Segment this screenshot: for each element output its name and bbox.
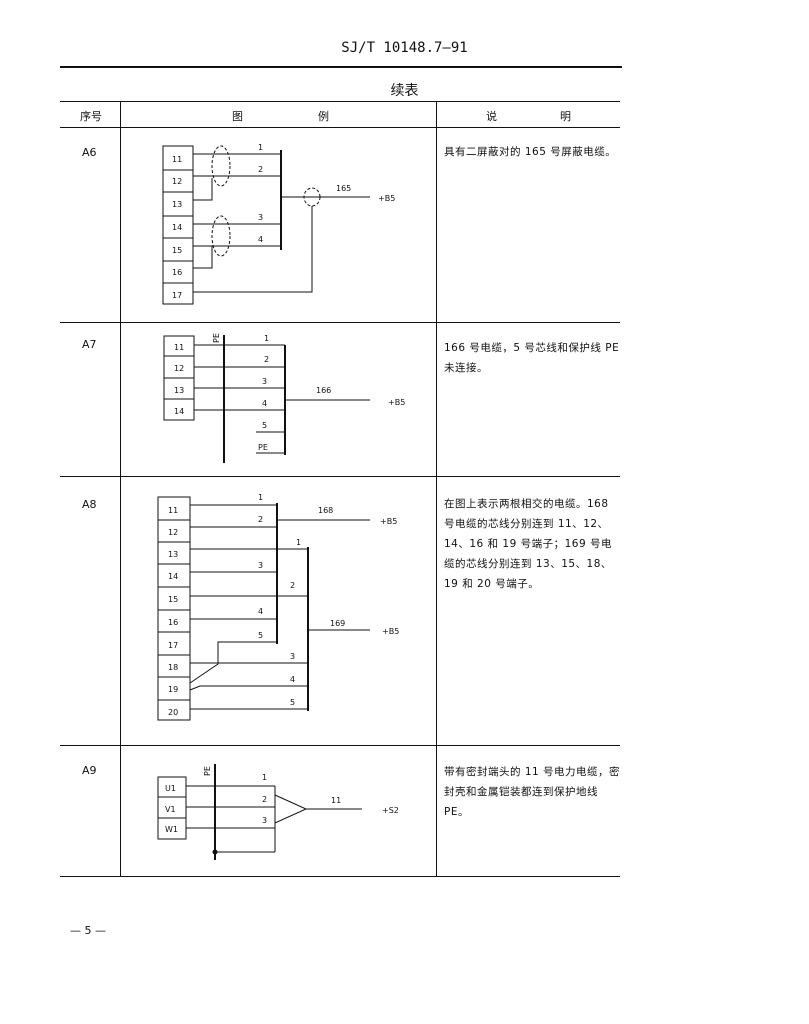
core-label: 2	[258, 165, 263, 174]
core-label: PE	[258, 443, 268, 452]
cable-number: 11	[331, 796, 341, 805]
col-header-desc-b: 明	[560, 110, 571, 123]
table-caption: 续表	[390, 83, 419, 99]
terminal-label: 18	[168, 663, 178, 672]
cable-number: 169	[330, 619, 345, 628]
table-header-rule	[60, 127, 620, 128]
cable-number: 166	[316, 386, 331, 395]
row-divider-a8	[60, 745, 620, 746]
terminal-label: 19	[168, 685, 178, 694]
row-description-a8: 在图上表示两根相交的电缆。168 号电缆的芯线分别连到 11、12、14、16 …	[444, 498, 612, 590]
row-divider-a7	[60, 476, 620, 477]
core-label: 1	[262, 773, 267, 782]
terminal-label: V1	[165, 805, 176, 814]
table-col-divider-1	[120, 101, 121, 877]
core-label: 1	[258, 493, 263, 502]
pe-bus-label: PE	[212, 333, 221, 343]
terminal-label: 20	[168, 708, 178, 717]
core-label: 2	[262, 795, 267, 804]
core-label: 2	[258, 515, 263, 524]
cable-destination: +B5	[378, 194, 395, 203]
terminal-label: 15	[168, 595, 178, 604]
terminal-label: U1	[165, 784, 176, 793]
core-label: 4	[290, 675, 295, 684]
terminal-label: 15	[172, 246, 182, 255]
core-label: 4	[258, 235, 263, 244]
terminal-label: 12	[168, 528, 178, 537]
terminal-label: 12	[174, 364, 184, 373]
col-header-desc-a: 说	[486, 110, 497, 123]
core-label: 3	[262, 377, 267, 386]
terminal-label: 13	[172, 200, 182, 209]
core-label: 3	[258, 561, 263, 570]
row-id-a6: A6	[82, 146, 97, 159]
cable-destination: +B5	[382, 627, 399, 636]
terminal-label: 16	[168, 618, 178, 627]
col-header-seq: 序号	[80, 110, 102, 123]
row-id-a9: A9	[82, 764, 97, 777]
cable-number: 168	[318, 506, 333, 515]
terminal-label: 12	[172, 177, 182, 186]
core-label: 3	[262, 816, 267, 825]
terminal-label: W1	[165, 825, 178, 834]
terminal-label: 13	[174, 386, 184, 395]
page-number: — 5 —	[70, 924, 106, 937]
pe-bus-label: PE	[203, 766, 212, 776]
core-label: 5	[258, 631, 263, 640]
table-bottom-rule	[60, 876, 620, 877]
core-label: 1	[296, 538, 301, 547]
terminal-label: 11	[168, 506, 178, 515]
core-label: 2	[264, 355, 269, 364]
row-id-a7: A7	[82, 338, 97, 351]
header-rule	[60, 66, 622, 68]
row-divider-a6	[60, 322, 620, 323]
row-description-a6: 具有二屏蔽对的 165 号屏蔽电缆。	[444, 146, 617, 158]
terminal-strip-a8	[157, 496, 191, 721]
row-description-a9: 带有密封端头的 11 号电力电缆，密封壳和金属铠装都连到保护地线 PE。	[444, 766, 621, 818]
cable-destination: +B5	[380, 517, 397, 526]
terminal-strip-a6	[162, 145, 194, 305]
terminal-label: 11	[174, 343, 184, 352]
cable-destination: +B5	[388, 398, 405, 407]
core-label: 5	[262, 421, 267, 430]
terminal-label: 13	[168, 550, 178, 559]
terminal-label: 17	[168, 641, 178, 650]
cable-destination: +S2	[382, 806, 399, 815]
terminal-label: 14	[168, 572, 178, 581]
core-label: 1	[258, 143, 263, 152]
terminal-label: 14	[174, 407, 184, 416]
col-header-figure-b: 例	[318, 110, 329, 123]
table-col-divider-2	[436, 101, 437, 877]
core-label: 1	[264, 334, 269, 343]
standard-code: SJ/T 10148.7—91	[341, 40, 468, 56]
core-label: 4	[258, 607, 263, 616]
row-description-a7: 166 号电缆，5 号芯线和保护线 PE 未连接。	[444, 342, 620, 374]
core-label: 3	[290, 652, 295, 661]
core-label: 4	[262, 399, 267, 408]
terminal-strip-a9	[157, 776, 187, 840]
core-label: 3	[258, 213, 263, 222]
terminal-label: 16	[172, 268, 182, 277]
table-top-rule	[60, 101, 620, 102]
cable-number: 165	[336, 184, 351, 193]
terminal-label: 11	[172, 155, 182, 164]
core-label: 5	[290, 698, 295, 707]
terminal-label: 17	[172, 291, 182, 300]
col-header-figure-a: 图	[232, 110, 243, 123]
core-label: 2	[290, 581, 295, 590]
row-id-a8: A8	[82, 498, 97, 511]
terminal-label: 14	[172, 223, 182, 232]
